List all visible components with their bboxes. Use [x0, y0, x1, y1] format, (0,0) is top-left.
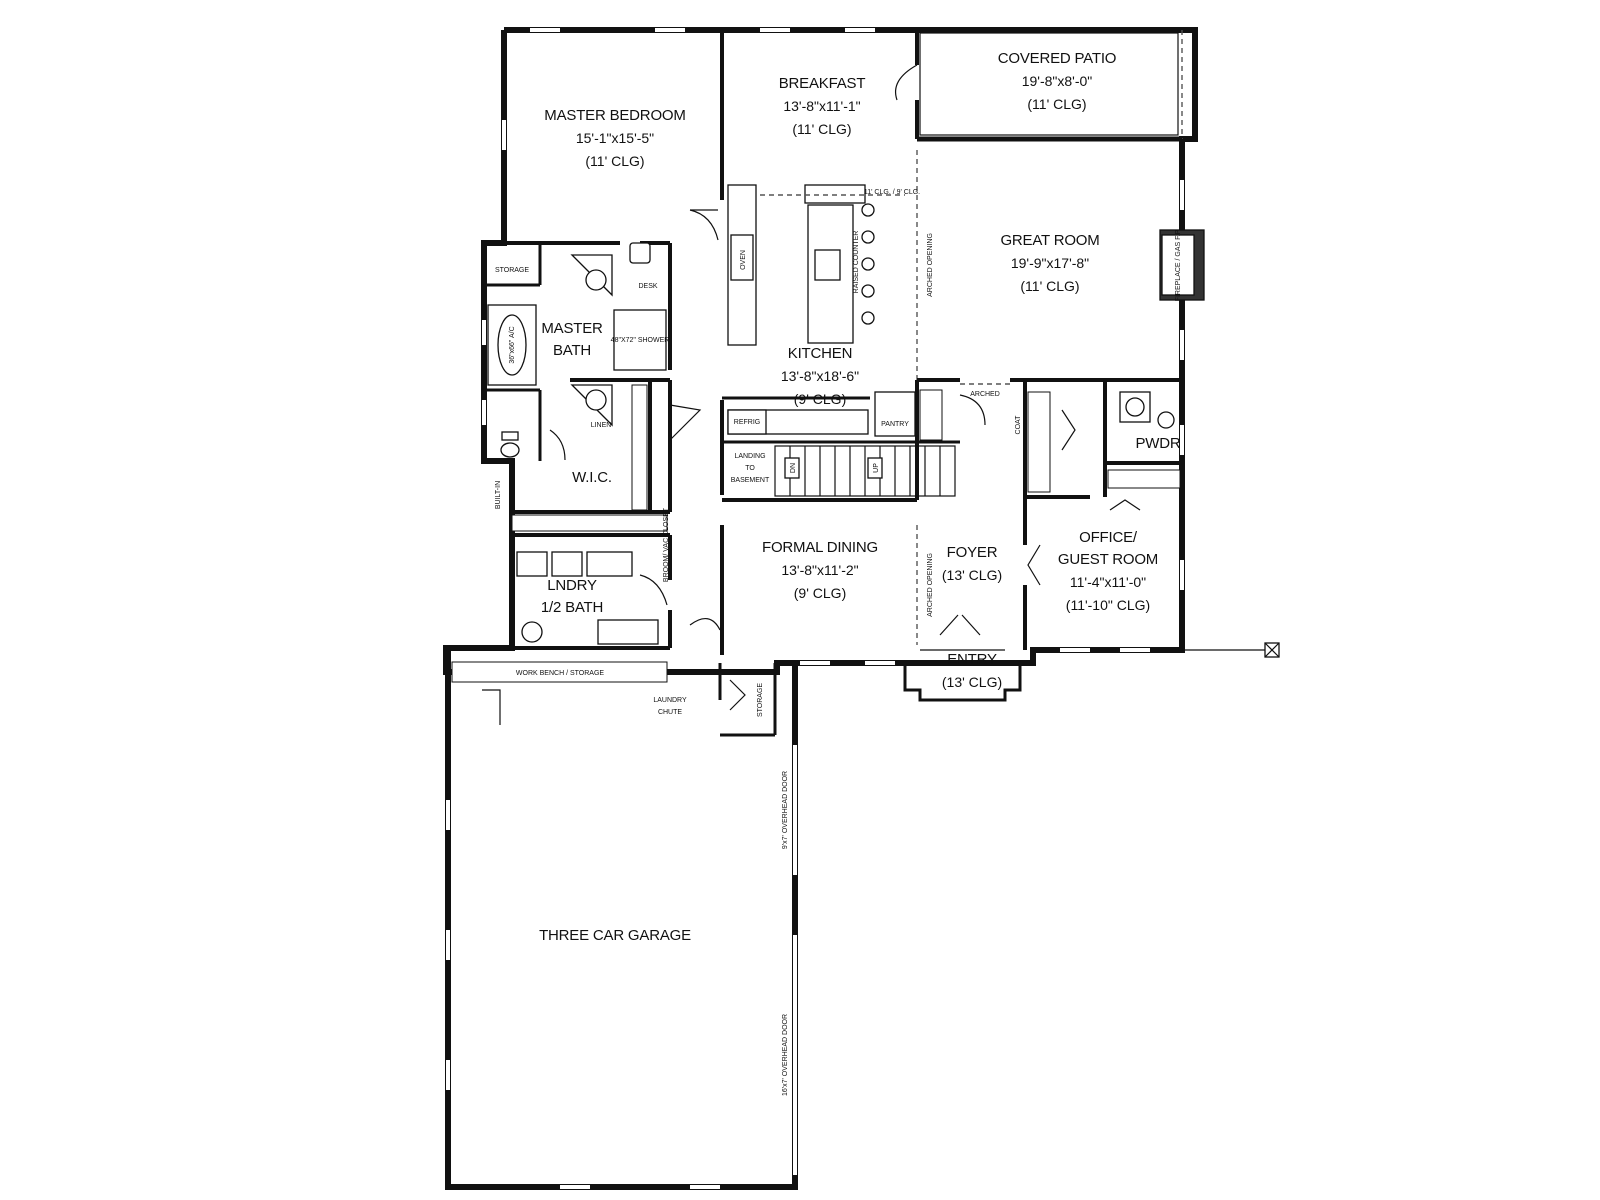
master-bath-name-1: MASTER — [541, 320, 603, 337]
master-bedroom-name: MASTER BEDROOM — [544, 107, 685, 124]
hose-bib — [1182, 642, 1280, 658]
stairs — [774, 445, 956, 497]
breakfast-clg: (11' CLG) — [792, 121, 851, 137]
pantry-label: PANTRY — [881, 421, 909, 428]
soffit-label: 11' CLG. / 9' CLG. — [864, 189, 920, 196]
refrig-label: REFRIG — [734, 419, 760, 426]
storage-bath-label: STORAGE — [495, 267, 529, 274]
broom-label: BROOM/ VAC CLOSET — [663, 507, 670, 582]
arched-opening-label-1: ARCHED OPENING — [927, 233, 934, 297]
desk-label: DESK — [638, 283, 657, 290]
landing-label-2: TO — [745, 465, 755, 472]
laundry-chute-label-1: LAUNDRY — [653, 697, 687, 704]
breakfast-name: BREAKFAST — [779, 75, 866, 92]
covered-patio-frame — [919, 32, 1179, 136]
breakfast-dims: 13'-8"x11'-1" — [783, 98, 860, 114]
fireplace-label: FIREPLACE / GAS F.P. — [1175, 229, 1182, 302]
formal-dining-dims: 13'-8"x11'-2" — [781, 562, 858, 578]
master-bedroom-dims: 15'-1"x15'-5" — [576, 130, 654, 146]
annotations: STORAGE DESK 48"X72" SHOWER 36"x66" A/C … — [495, 189, 1182, 1096]
exterior-walls — [443, 27, 1198, 1190]
foyer-clg: (13' CLG) — [942, 567, 1002, 583]
covered-patio-dims: 19'-8"x8'-0" — [1022, 73, 1093, 89]
office-clg: (11'-10" CLG) — [1066, 597, 1150, 613]
door-swings — [482, 64, 1141, 725]
wic-name: W.I.C. — [572, 469, 612, 486]
office-name-1: OFFICE/ — [1079, 529, 1138, 546]
foyer-name: FOYER — [947, 544, 998, 561]
entry-name: ENTRY — [947, 651, 997, 668]
stairs-up-label: UP — [873, 463, 880, 473]
pwdr-name: PWDR — [1135, 435, 1180, 452]
office-name-2: GUEST ROOM — [1058, 551, 1158, 568]
coat-label: COAT — [1015, 415, 1022, 435]
kitchen-clg: (9' CLG) — [794, 391, 846, 407]
great-room-dims: 19'-9"x17'-8" — [1011, 255, 1089, 271]
lndry-name-2: 1/2 BATH — [541, 599, 603, 616]
great-room-clg: (11' CLG) — [1020, 278, 1079, 294]
shower-label: 48"X72" SHOWER — [611, 337, 670, 344]
storage-garage-label: STORAGE — [757, 683, 764, 717]
built-in-label: BUILT-IN — [495, 481, 502, 509]
linen-label: LINEN — [591, 422, 612, 429]
formal-dining-name: FORMAL DINING — [762, 539, 878, 556]
lndry-name-1: LNDRY — [547, 577, 597, 594]
master-bedroom-clg: (11' CLG) — [585, 153, 644, 169]
landing-label-3: BASEMENT — [731, 477, 770, 484]
great-room-name: GREAT ROOM — [1000, 232, 1099, 249]
garage-name: THREE CAR GARAGE — [539, 927, 691, 944]
fixtures — [451, 184, 1205, 683]
work-bench-label: WORK BENCH / STORAGE — [516, 670, 604, 677]
covered-patio-name: COVERED PATIO — [998, 50, 1117, 67]
kitchen-name: KITCHEN — [788, 345, 852, 362]
office-dims: 11'-4"x11'-0" — [1070, 574, 1146, 590]
kitchen-dims: 13'-8"x18'-6" — [781, 368, 859, 384]
windows — [446, 28, 1184, 1189]
entry-clg: (13' CLG) — [942, 674, 1002, 690]
oven-label: OVEN — [740, 250, 747, 270]
arched-opening-label-2: ARCHED OPENING — [927, 553, 934, 617]
stairs-dn-label: DN — [790, 463, 797, 473]
formal-dining-clg: (9' CLG) — [794, 585, 846, 601]
overhead-door-label-2: 16'x7' OVERHEAD DOOR — [782, 1014, 789, 1096]
laundry-chute-label-2: CHUTE — [658, 709, 682, 716]
tub-label: 36"x66" A/C — [509, 326, 516, 363]
landing-label-1: LANDING — [734, 453, 765, 460]
covered-patio-clg: (11' CLG) — [1027, 96, 1086, 112]
arched-label-3: ARCHED — [970, 391, 1000, 398]
room-labels: MASTER BEDROOM 15'-1"x15'-5" (11' CLG) B… — [539, 50, 1181, 944]
overhead-door-label-1: 9'x7' OVERHEAD DOOR — [782, 771, 789, 849]
interior-walls — [484, 30, 1182, 737]
master-bath-name-2: BATH — [553, 342, 591, 359]
raised-counter-label: RAISED COUNTER — [853, 231, 860, 294]
